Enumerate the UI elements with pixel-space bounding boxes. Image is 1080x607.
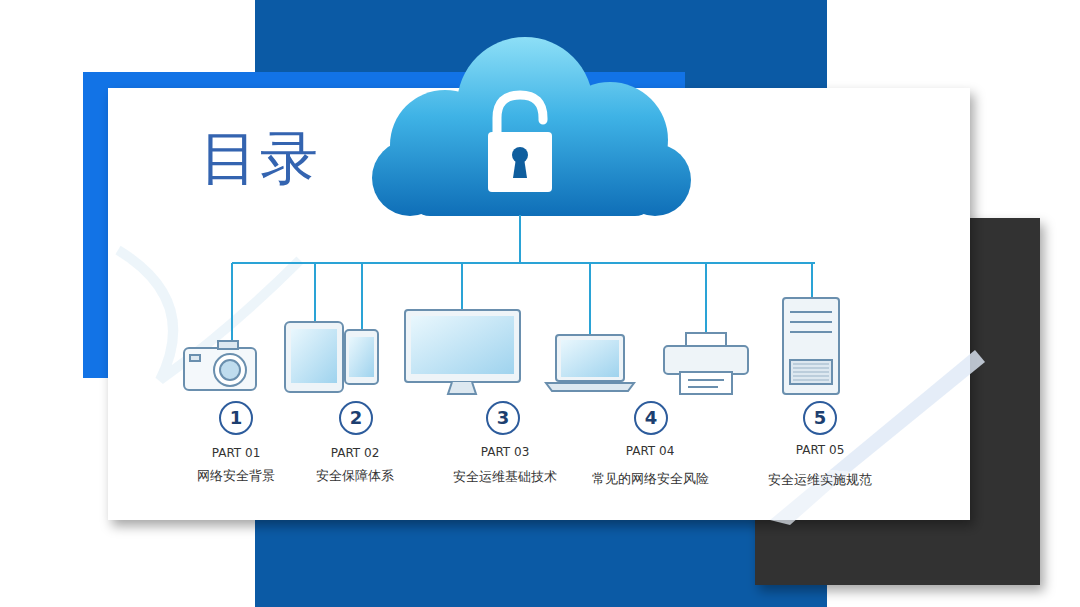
vent-stroke <box>793 372 829 373</box>
monitor-icon <box>405 310 520 394</box>
vent-stroke <box>793 364 829 365</box>
number-circle: 4 <box>634 401 668 435</box>
number-circle: 2 <box>339 401 373 435</box>
cloud <box>372 37 691 216</box>
slide-title: 目录 <box>200 120 320 198</box>
vent-stroke <box>793 368 829 369</box>
callout-number: 3 <box>497 409 510 427</box>
callout-number: 1 <box>230 409 243 427</box>
number-circle: 1 <box>219 401 253 435</box>
number-circle: 5 <box>803 401 837 435</box>
white-card <box>108 88 970 520</box>
part-number: PART 03 <box>481 445 530 459</box>
vent-stroke <box>793 380 829 381</box>
part-number: PART 01 <box>212 446 261 460</box>
part-number: PART 05 <box>796 443 845 457</box>
section-name: 安全保障体系 <box>316 467 394 485</box>
printer-icon <box>664 333 748 394</box>
callout-number: 5 <box>814 409 827 427</box>
part-number: PART 02 <box>331 446 380 460</box>
callout-number: 4 <box>645 409 658 427</box>
section-name: 安全运维基础技术 <box>453 468 557 486</box>
number-circle: 3 <box>486 401 520 435</box>
vent-stroke <box>793 376 829 377</box>
section-name: 安全运维实施规范 <box>768 471 872 489</box>
camera-icon <box>184 341 256 390</box>
section-name: 网络安全背景 <box>197 467 275 485</box>
callout-number: 2 <box>350 409 363 427</box>
laptop-icon <box>546 335 634 391</box>
server-icon <box>783 298 839 394</box>
tablet-phone-icon <box>285 322 378 392</box>
section-name: 常见的网络安全风险 <box>592 470 709 488</box>
server-vents <box>793 364 829 380</box>
padlock <box>488 95 552 192</box>
decor-band <box>830 350 985 472</box>
part-number: PART 04 <box>626 444 675 458</box>
